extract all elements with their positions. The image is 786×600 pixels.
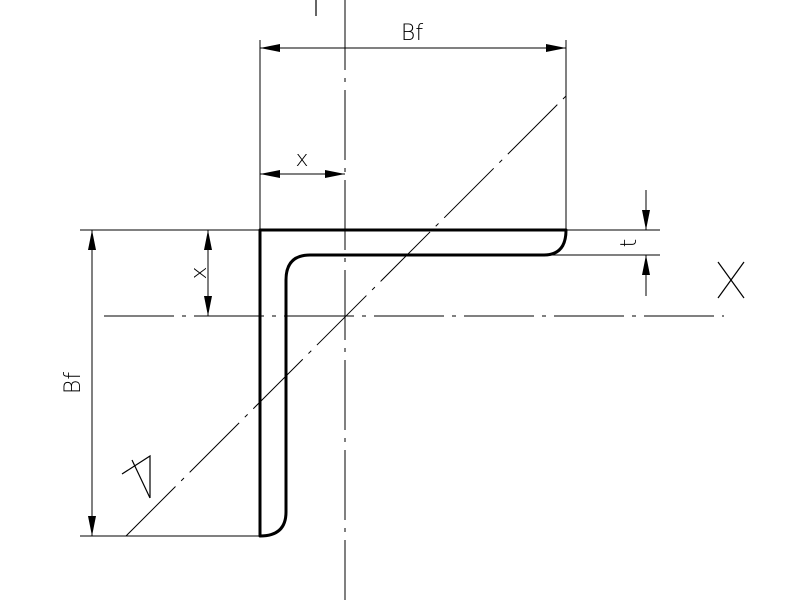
dim-label-t: t — [617, 239, 642, 248]
axis-label-x — [717, 261, 745, 299]
dim-label-bf-top: Bf — [401, 21, 423, 46]
arrowhead — [260, 44, 280, 52]
arrowhead — [260, 170, 280, 178]
dim-label-bf-side: Bf — [61, 372, 86, 394]
arrowhead — [204, 296, 212, 316]
arrowhead — [88, 516, 96, 536]
axis-label-z — [121, 454, 151, 499]
arrowhead — [642, 210, 650, 230]
arrowhead — [88, 230, 96, 250]
z-axis-line — [125, 95, 567, 537]
arrowhead — [642, 255, 650, 275]
arrowhead — [546, 44, 566, 52]
dim-label-x-top: x — [295, 147, 308, 172]
angle-profile — [258, 228, 568, 538]
arrowhead — [325, 170, 345, 178]
dim-label-x-side: x — [187, 266, 212, 279]
arrowhead — [204, 230, 212, 250]
